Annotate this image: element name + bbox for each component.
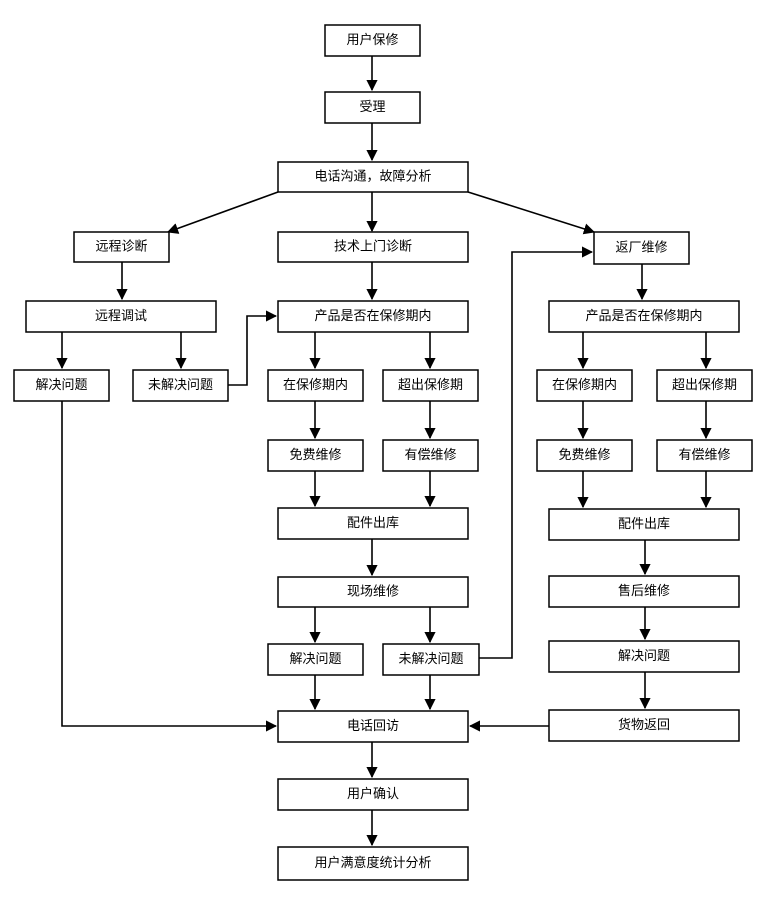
node-tech-onsite-diag: 技术上门诊断 (277, 231, 469, 263)
node-user-confirm-label: 用户确认 (347, 786, 399, 802)
node-out-warranty-factory: 超出保修期 (656, 369, 753, 402)
node-solved-onsite-label: 解决问题 (289, 652, 341, 667)
node-paid-repair-onsite: 有偿维修 (382, 439, 479, 472)
edge-unsolved-remote-to-warranty-check (228, 310, 278, 386)
node-phone-analysis-label: 电话沟通，故障分析 (314, 170, 431, 185)
node-warranty-check-factory: 产品是否在保修期内 (548, 300, 740, 333)
node-free-repair-factory-label: 免费维修 (558, 448, 610, 463)
node-user-confirm: 用户确认 (277, 778, 469, 811)
node-parts-out-onsite-label: 配件出库 (347, 515, 399, 531)
node-after-sales-repair-label: 售后维修 (618, 583, 670, 599)
node-out-warranty-factory-label: 超出保修期 (672, 378, 737, 393)
node-onsite-repair-label: 现场维修 (347, 585, 399, 600)
node-warranty-check-onsite: 产品是否在保修期内 (277, 300, 469, 333)
edge-phone-to-remote-diag (166, 191, 279, 234)
node-unsolved-onsite-label: 未解决问题 (398, 652, 463, 667)
node-satisfaction-analysis-label: 用户满意度统计分析 (314, 855, 431, 871)
node-parts-out-factory: 配件出库 (548, 508, 740, 541)
connectors (56, 56, 712, 847)
node-out-warranty-onsite: 超出保修期 (382, 369, 479, 402)
node-goods-return: 货物返回 (548, 709, 740, 742)
node-phone-revisit: 电话回访 (277, 710, 469, 743)
node-solved-factory: 解决问题 (548, 640, 740, 673)
node-user-repair-label: 用户保修 (346, 32, 398, 48)
node-unsolved-remote-label: 未解决问题 (148, 378, 213, 393)
node-accept-label: 受理 (359, 100, 385, 115)
node-tech-onsite-diag-label: 技术上门诊断 (334, 240, 412, 255)
node-parts-out-onsite: 配件出库 (277, 507, 469, 540)
node-accept: 受理 (324, 91, 421, 124)
node-paid-repair-onsite-label: 有偿维修 (404, 448, 456, 463)
node-remote-debug-label: 远程调试 (95, 309, 147, 324)
node-user-repair: 用户保修 (324, 24, 421, 57)
node-remote-diag: 远程诊断 (73, 231, 170, 263)
node-phone-revisit-label: 电话回访 (347, 719, 399, 734)
node-warranty-check-factory-label: 产品是否在保修期内 (585, 308, 702, 324)
node-parts-out-factory-label: 配件出库 (618, 516, 670, 532)
node-free-repair-factory: 免费维修 (536, 439, 633, 472)
node-unsolved-remote: 未解决问题 (132, 369, 229, 402)
node-in-warranty-onsite-label: 在保修期内 (283, 377, 348, 393)
node-warranty-check-onsite-label: 产品是否在保修期内 (314, 308, 431, 324)
node-out-warranty-onsite-label: 超出保修期 (398, 378, 463, 393)
node-return-factory: 返厂维修 (593, 231, 690, 265)
node-free-repair-onsite: 免费维修 (267, 439, 364, 472)
node-phone-analysis: 电话沟通，故障分析 (277, 161, 469, 193)
node-in-warranty-onsite: 在保修期内 (267, 369, 364, 402)
edge-unsolved-onsite-to-return-factory (479, 246, 594, 659)
node-paid-repair-factory-label: 有偿维修 (678, 448, 730, 463)
node-solved-factory-label: 解决问题 (618, 649, 670, 664)
node-solved-remote: 解决问题 (13, 369, 110, 402)
node-remote-debug: 远程调试 (25, 300, 217, 333)
node-in-warranty-factory: 在保修期内 (536, 369, 633, 402)
node-solved-onsite: 解决问题 (267, 643, 364, 676)
node-remote-diag-label: 远程诊断 (95, 240, 147, 255)
node-unsolved-onsite: 未解决问题 (382, 643, 480, 676)
nodes: 用户保修 受理 电话沟通，故障分析 远程诊断 技术上门诊断 返厂维修 远程调试 (13, 24, 753, 881)
node-paid-repair-factory: 有偿维修 (656, 439, 753, 472)
node-after-sales-repair: 售后维修 (548, 575, 740, 608)
node-free-repair-onsite-label: 免费维修 (289, 448, 341, 463)
node-return-factory-label: 返厂维修 (615, 241, 667, 256)
edge-phone-to-return-factory (467, 191, 596, 235)
edge-solved-remote-to-revisit (61, 401, 278, 732)
node-onsite-repair: 现场维修 (277, 576, 469, 608)
node-solved-remote-label: 解决问题 (35, 378, 87, 393)
node-goods-return-label: 货物返回 (618, 717, 670, 733)
node-satisfaction-analysis: 用户满意度统计分析 (277, 846, 469, 881)
node-in-warranty-factory-label: 在保修期内 (552, 377, 617, 393)
